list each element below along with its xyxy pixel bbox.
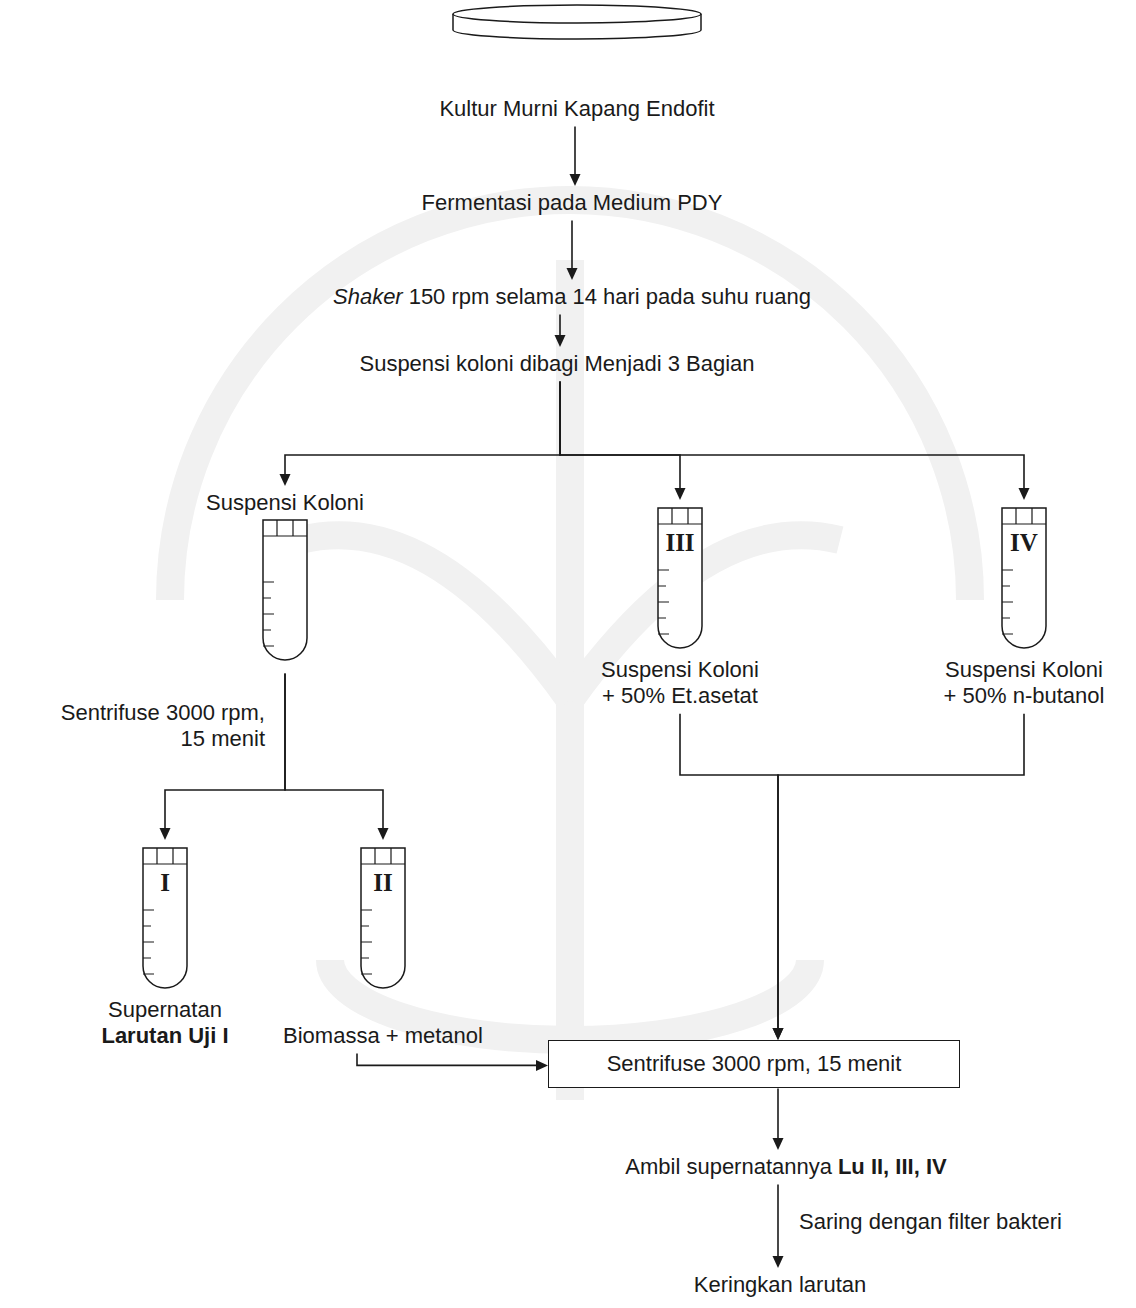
- connector-line: [777, 1088, 779, 1140]
- flow-arrow: [560, 381, 686, 500]
- flow-arrow: [773, 714, 1025, 1040]
- tube-numeral: III: [655, 528, 705, 558]
- arrowhead: [280, 474, 291, 486]
- connector-line: [777, 1184, 779, 1258]
- arrowhead: [773, 1256, 784, 1268]
- test-tube-outline: [140, 846, 190, 991]
- step-text: Fermentasi pada Medium PDY: [422, 190, 723, 215]
- test-tube: IV: [999, 506, 1049, 651]
- tube-heading: Suspensi Koloni: [195, 490, 375, 516]
- step-node: Kultur Murni Kapang Endofit: [433, 92, 720, 126]
- tube-label: Suspensi Koloni + 50% n-butanol: [940, 657, 1108, 710]
- connector-line: [559, 314, 561, 337]
- test-tube-node: Suspensi Koloni: [195, 486, 375, 673]
- connector-line: [560, 381, 680, 490]
- arrowhead: [773, 1028, 784, 1040]
- test-tube-node: I SupernatanLarutan Uji I: [85, 840, 245, 1054]
- arrowhead: [570, 174, 581, 186]
- step-text: Keringkan larutan: [694, 1272, 866, 1297]
- test-tube: III: [655, 506, 705, 651]
- flow-arrow: [773, 1184, 784, 1268]
- tube-numeral: IV: [999, 528, 1049, 558]
- arrowhead: [1019, 488, 1030, 500]
- flow-arrow: [567, 220, 578, 280]
- tube-label: Biomassa + metanol: [273, 1023, 493, 1049]
- connector-line: [165, 673, 285, 830]
- tube-numeral: I: [140, 868, 190, 898]
- edge-label: Saring dengan filter bakteri: [796, 1209, 1065, 1235]
- test-tube-outline: [655, 506, 705, 651]
- flow-arrow: [357, 1053, 548, 1071]
- arrowhead: [555, 335, 566, 347]
- connector-line: [778, 714, 1024, 1030]
- process-text: Sentrifuse 3000 rpm, 15 menit: [561, 1051, 947, 1077]
- tube-numeral: II: [358, 868, 408, 898]
- step-text: Suspensi koloni dibagi Menjadi 3 Bagian: [359, 351, 754, 376]
- flow-arrow: [555, 314, 566, 347]
- step-node: Ambil supernatannyaLu II, III, IV: [619, 1150, 952, 1184]
- connector-line: [285, 673, 383, 830]
- flow-arrow: [160, 673, 286, 840]
- connector-line: [285, 381, 560, 476]
- step-note: Sentrifuse 3000 rpm, 15 menit: [43, 700, 265, 753]
- step-text: Shaker: [333, 284, 403, 309]
- step-text: Kultur Murni Kapang Endofit: [439, 96, 714, 121]
- test-tube-node: II Biomassa + metanol: [273, 840, 493, 1053]
- watermark-branches: [300, 535, 840, 700]
- step-node: Shaker150 rpm selama 14 hari pada suhu r…: [327, 280, 817, 314]
- flow-arrow: [570, 126, 581, 186]
- step-text: Ambil supernatannya: [625, 1154, 832, 1179]
- tube-label: Suspensi Koloni + 50% Et.asetat: [596, 657, 764, 710]
- step-text: 150 rpm selama 14 hari pada suhu ruang: [409, 284, 811, 309]
- test-tube-node: III Suspensi Koloni + 50% Et.asetat: [596, 500, 764, 714]
- arrowhead: [536, 1060, 548, 1071]
- watermark: [170, 200, 970, 1100]
- flow-arrow: [680, 714, 784, 1040]
- flow-arrow: [560, 381, 1030, 500]
- connector-line: [571, 220, 573, 270]
- connector-line: [357, 1053, 538, 1065]
- test-tube: II: [358, 846, 408, 991]
- connector-line: [574, 126, 576, 176]
- arrowhead: [567, 268, 578, 280]
- arrowhead: [675, 488, 686, 500]
- connector-line: [680, 714, 778, 1030]
- tube-label: Supernatan: [85, 997, 245, 1023]
- test-tube-outline: [999, 506, 1049, 651]
- arrowhead: [773, 1138, 784, 1150]
- flow-arrow: [773, 1088, 784, 1150]
- test-tube-outline: [358, 846, 408, 991]
- step-text: Lu II, III, IV: [838, 1154, 947, 1179]
- test-tube: [260, 518, 310, 663]
- step-node: Fermentasi pada Medium PDY: [416, 186, 729, 220]
- connector-line: [560, 381, 1024, 490]
- petri-dish: [453, 5, 701, 39]
- arrowhead: [773, 1028, 784, 1040]
- arrowhead: [160, 828, 171, 840]
- step-node: Keringkan larutan: [688, 1268, 872, 1302]
- arrowhead: [378, 828, 389, 840]
- spacer: [273, 997, 493, 1023]
- flow-arrow: [280, 381, 561, 486]
- test-tube: I: [140, 846, 190, 991]
- flow-arrow: [285, 673, 389, 840]
- step-node: Suspensi koloni dibagi Menjadi 3 Bagian: [353, 347, 760, 381]
- petri-dish-lid: [453, 5, 701, 23]
- test-tube-outline: [260, 518, 310, 663]
- test-tube-node: IV Suspensi Koloni + 50% n-butanol: [940, 500, 1108, 714]
- process-box: Sentrifuse 3000 rpm, 15 menit: [548, 1040, 960, 1088]
- tube-label: Larutan Uji I: [85, 1023, 245, 1049]
